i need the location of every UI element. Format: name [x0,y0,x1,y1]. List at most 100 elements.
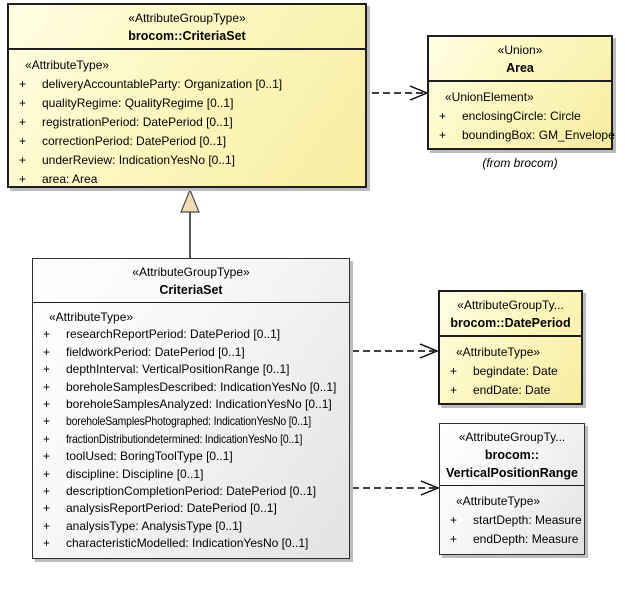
attribute-row: + boreholeSamplesDescribed: IndicationYe… [40,379,346,396]
class-box-area: «Union» Area «UnionElement» + enclosingC… [427,35,615,150]
attribute-row: + qualityRegime: QualityRegime [0..1] [16,94,362,113]
visibility-symbol: + [439,109,447,123]
dependency-arrow-verticalpositionrange [352,480,440,496]
class-name-line1: brocom:: [484,448,540,462]
attribute-row: + enclosingCircle: Circle [436,107,608,126]
class-box-brocom-criteriaset: «AttributeGroupType» brocom::CriteriaSet… [7,3,367,188]
attribute-text: analysisReportPeriod: DatePeriod [0..1] [66,501,277,516]
attribute-row: + discipline: Discipline [0..1] [40,466,346,483]
dependency-arrow-dateperiod [352,343,439,359]
package-caption: (from brocom) [482,156,558,170]
attribute-row: + endDepth: Measure [447,530,581,549]
attribute-text: registrationPeriod: DatePeriod [0..1] [42,115,233,129]
attribute-text: depthInterval: VerticalPositionRange [0.… [66,362,290,377]
generalization-arrow [180,188,200,258]
attribute-text: discipline: Discipline [0..1] [66,466,204,481]
visibility-symbol: + [439,128,447,142]
class-stereotype: «AttributeGroupType» [128,11,246,25]
attribute-text: researchReportPeriod: DatePeriod [0..1] [66,327,281,342]
attribute-text: boreholeSamplesAnalyzed: IndicationYesNo… [66,397,332,412]
visibility-symbol: + [43,362,51,377]
attribute-row: + descriptionCompletionPeriod: DatePerio… [40,483,346,500]
attribute-text: boundingBox: GM_Envelope [462,128,615,142]
class-attributes-compartment: «AttributeType» + researchReportPeriod: … [33,303,349,553]
attribute-text: fieldworkPeriod: DatePeriod [0..1] [66,344,245,359]
attribute-text: endDate: Date [473,383,551,397]
class-attributes-compartment: «UnionElement» + enclosingCircle: Circle… [429,82,615,145]
visibility-symbol: + [43,518,51,533]
attribute-row: + underReview: IndicationYesNo [0..1] [16,151,362,170]
attribute-row: + depthInterval: VerticalPositionRange [… [40,361,346,378]
attribute-row: + registrationPeriod: DatePeriod [0..1] [16,113,362,132]
class-name-line2: VerticalPositionRange [446,466,578,480]
attribute-row: + area: Area [16,170,362,189]
attribute-text: deliveryAccountableParty: Organization [… [42,77,283,91]
attribute-text: area: Area [42,172,98,186]
visibility-symbol: + [450,364,458,378]
visibility-symbol: + [43,414,51,429]
attribute-list: + enclosingCircle: Circle + boundingBox:… [436,107,615,145]
attribute-text: qualityRegime: QualityRegime [0..1] [42,96,234,110]
visibility-symbol: + [43,466,51,481]
section-stereotype: «UnionElement» [445,90,534,104]
attribute-text: endDepth: Measure [473,532,579,546]
class-name: CriteriaSet [159,283,223,297]
visibility-symbol: + [450,513,458,527]
visibility-symbol: + [43,449,51,464]
attribute-row: + boreholeSamplesAnalyzed: IndicationYes… [40,396,346,413]
visibility-symbol: + [43,379,51,394]
class-attributes-compartment: «AttributeType» + deliveryAccountablePar… [9,50,365,189]
dependency-arrow-area [372,85,429,101]
visibility-symbol: + [43,484,51,499]
visibility-symbol: + [43,536,51,551]
class-attributes-compartment: «AttributeType» + begindate: Date + endD… [440,337,581,400]
attribute-text: boreholeSamplesDescribed: IndicationYesN… [66,379,337,394]
visibility-symbol: + [43,344,51,359]
attribute-row: + boreholeSamplesPhotographed: Indicatio… [40,413,346,430]
attribute-text: boreholeSamplesPhotographed: IndicationY… [66,414,311,429]
attribute-row: + begindate: Date [447,362,578,381]
visibility-symbol: + [43,397,51,412]
class-header: «AttributeGroupTy... brocom::DatePeriod [440,292,581,337]
attribute-list: + begindate: Date + endDate: Date [447,362,578,400]
attribute-text: toolUsed: BoringToolType [0..1] [66,449,233,464]
attribute-list: + startDepth: Measure + endDepth: Measur… [447,511,582,549]
attribute-row: + deliveryAccountableParty: Organization… [16,75,362,94]
visibility-symbol: + [43,431,51,446]
visibility-symbol: + [450,383,458,397]
attribute-text: analysisType: AnalysisType [0..1] [66,518,243,533]
attribute-row: + characteristicModelled: IndicationYesN… [40,535,346,552]
visibility-symbol: + [43,327,51,342]
attribute-text: enclosingCircle: Circle [462,109,581,123]
class-name: Area [506,61,534,75]
attribute-row: + toolUsed: BoringToolType [0..1] [40,448,346,465]
visibility-symbol: + [43,501,51,516]
attribute-row: + startDepth: Measure [447,511,582,530]
section-stereotype: «AttributeType» [456,494,541,508]
visibility-symbol: + [450,532,458,546]
attribute-row: + researchReportPeriod: DatePeriod [0..1… [40,326,346,343]
visibility-symbol: + [19,115,27,129]
class-header: «AttributeGroupTy... brocom:: VerticalPo… [440,424,584,486]
attribute-text: descriptionCompletionPeriod: DatePeriod … [66,484,317,499]
visibility-symbol: + [19,134,27,148]
visibility-symbol: + [19,96,27,110]
attribute-text: begindate: Date [473,364,558,378]
section-stereotype: «AttributeType» [25,58,110,72]
class-name: brocom::DatePeriod [450,316,571,330]
attribute-text: underReview: IndicationYesNo [0..1] [42,153,236,167]
attribute-row: + boundingBox: GM_Envelope [436,126,615,145]
attribute-row: + analysisType: AnalysisType [0..1] [40,518,346,535]
attribute-list: + researchReportPeriod: DatePeriod [0..1… [40,326,346,552]
class-stereotype: «AttributeGroupTy... [458,430,566,444]
attribute-text: characteristicModelled: IndicationYesNo … [66,536,309,551]
attribute-row: + correctionPeriod: DatePeriod [0..1] [16,132,362,151]
section-stereotype: «AttributeType» [456,345,541,359]
attribute-row: + fractionDistributiondetermined: Indica… [40,431,346,448]
attribute-row: + endDate: Date [447,381,578,400]
class-attributes-compartment: «AttributeType» + startDepth: Measure + … [440,486,584,549]
class-name: brocom::CriteriaSet [128,29,246,43]
class-stereotype: «AttributeGroupTy... [457,298,564,312]
class-header: «AttributeGroupType» brocom::CriteriaSet [9,5,365,50]
